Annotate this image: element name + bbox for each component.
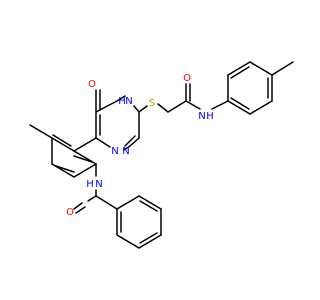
ring-nh-nitrogen-label: N xyxy=(125,96,132,107)
amide-nitrogen-bottom-label: N xyxy=(95,179,102,190)
amide-hydrogen-bottom-label: H xyxy=(86,179,94,190)
bond xyxy=(249,100,273,115)
bond xyxy=(133,105,140,113)
atom-labels: O H N N N S O N H H N O xyxy=(66,73,214,218)
sulfur-label: S xyxy=(149,98,155,109)
ring-nh-hydrogen-label: H xyxy=(118,96,126,107)
bond xyxy=(73,137,97,152)
ketone-oxygen-label: O xyxy=(88,79,96,90)
ring-nitrogen-right-label: N xyxy=(122,146,129,157)
bond xyxy=(124,135,136,147)
central-aryl-ring xyxy=(29,124,97,178)
bond xyxy=(87,195,97,202)
p-tolyl-ring xyxy=(227,61,294,115)
bond xyxy=(138,195,162,210)
amide-nitrogen-top-label: N xyxy=(198,111,205,122)
bond xyxy=(95,100,118,113)
bond xyxy=(230,97,250,110)
bond xyxy=(116,95,126,102)
molecule-structure: O H N N N S O N H H N O xyxy=(29,61,294,249)
bond xyxy=(271,61,294,76)
bond xyxy=(157,103,169,113)
bond xyxy=(227,61,251,76)
ring-nitrogen-left-label: N xyxy=(111,146,118,157)
bond xyxy=(55,165,75,173)
bond xyxy=(138,105,148,113)
thioacetamide-chain xyxy=(138,83,229,113)
benzamide-linker xyxy=(73,163,118,214)
bond xyxy=(29,124,53,139)
ketone-carbonyl xyxy=(95,89,101,113)
bond xyxy=(123,145,131,151)
bond xyxy=(227,100,251,115)
bond xyxy=(95,195,118,210)
bond xyxy=(95,137,111,148)
bond xyxy=(185,100,201,110)
amide-hydrogen-top-label: H xyxy=(206,111,214,122)
bond xyxy=(230,66,250,79)
amide-oxygen-bottom-label: O xyxy=(66,207,74,218)
bond xyxy=(73,202,83,210)
bond xyxy=(249,61,273,76)
bond xyxy=(167,100,187,113)
phenyl-ring xyxy=(116,195,162,249)
bond xyxy=(139,200,158,212)
bond xyxy=(52,134,72,147)
bond xyxy=(51,137,75,152)
bond xyxy=(73,155,93,163)
bond xyxy=(211,100,229,110)
bond xyxy=(75,206,86,214)
bond xyxy=(129,137,140,147)
bond xyxy=(116,195,140,210)
bond xyxy=(139,232,158,244)
bond xyxy=(138,234,162,249)
bond xyxy=(116,234,140,249)
amide-oxygen-top-label: O xyxy=(183,73,191,84)
bond xyxy=(73,163,97,178)
